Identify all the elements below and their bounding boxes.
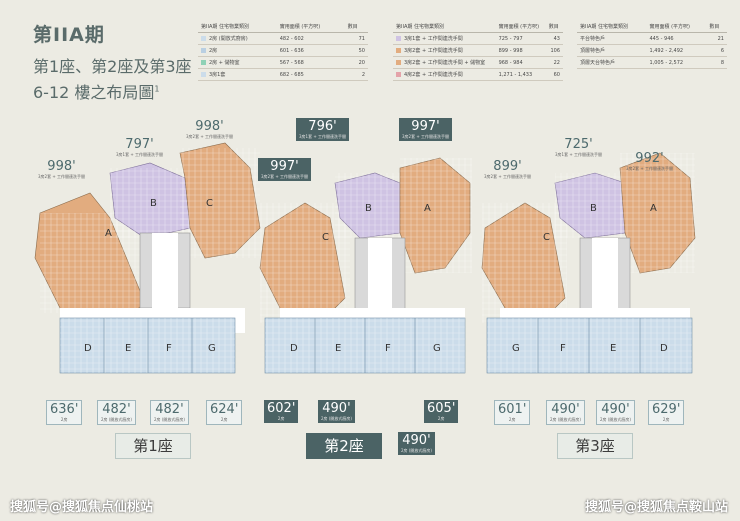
unit-label: 725'3房1套 + 工作間連洗手間 bbox=[555, 137, 602, 158]
legend-table-1: 第IIA期 住宅物業類別 實用面積 (平方呎) 數目 2房 (開放式廚房)482… bbox=[198, 21, 368, 81]
unit-label: 490'2房 (開放式廚房) bbox=[398, 432, 435, 455]
unit-letter: G bbox=[512, 343, 520, 354]
unit-letter: F bbox=[166, 343, 172, 354]
unit-letter: A bbox=[650, 203, 657, 214]
color-swatch bbox=[201, 60, 206, 65]
unit-letter: C bbox=[206, 198, 213, 209]
unit-letter: E bbox=[610, 343, 616, 354]
unit-label: 601'2房 bbox=[494, 400, 531, 425]
unit-label: 624'2房 bbox=[206, 400, 243, 425]
unit-letter: F bbox=[560, 343, 566, 354]
unit-letter: A bbox=[105, 228, 112, 239]
title-block: 第IIA期 第1座、第2座及第3座 6-12 樓之布局圖1 bbox=[33, 20, 192, 103]
unit-label: 899'3房2套 + 工作間連洗手間 bbox=[484, 159, 531, 180]
unit-letter: D bbox=[660, 343, 668, 354]
color-swatch bbox=[201, 48, 206, 53]
unit-label: 636'2房 bbox=[46, 400, 83, 425]
legend-header-count: 數目 bbox=[344, 21, 368, 33]
unit-label: 605'2房 bbox=[424, 400, 459, 423]
unit-letter: E bbox=[125, 343, 131, 354]
unit-label: 482'2房 (開放式廚房) bbox=[150, 400, 189, 425]
legend-header-count: 數目 bbox=[706, 21, 727, 33]
tower-3-name: 第3座 bbox=[557, 433, 633, 459]
unit-label: 629'2房 bbox=[648, 400, 685, 425]
legend-header-type: 第IIA期 住宅物業類別 bbox=[577, 21, 647, 33]
legend-header-count: 數目 bbox=[545, 21, 563, 33]
tower-1-plan: A B C D E F G bbox=[34, 142, 261, 374]
unit-label: 602'2房 bbox=[264, 400, 299, 423]
unit-letter: D bbox=[290, 343, 298, 354]
legend-header-area: 實用面積 (平方呎) bbox=[646, 21, 707, 33]
color-swatch bbox=[396, 48, 401, 53]
legend-header-type: 第IIA期 住宅物業類別 bbox=[198, 21, 277, 33]
color-swatch bbox=[396, 60, 401, 65]
unit-letter: A bbox=[424, 203, 431, 214]
watermark-left: 搜狐号@搜狐焦点仙桃站 bbox=[10, 500, 154, 515]
legend-table-2: 第IIA期 住宅物業類別 實用面積 (平方呎) 數目 3房1套 + 工作間連洗手… bbox=[393, 21, 563, 81]
unit-label: 482'2房 (開放式廚房) bbox=[97, 400, 136, 425]
color-swatch bbox=[396, 36, 401, 41]
towers-subtitle: 第1座、第2座及第3座 bbox=[33, 57, 192, 76]
legend-header-type: 第IIA期 住宅物業類別 bbox=[393, 21, 496, 33]
floor-plans-svg: A B C D E F G C B A D bbox=[34, 142, 696, 374]
unit-label: 490'2房 (開放式廚房) bbox=[546, 400, 585, 425]
unit-label: 998'3房2套 + 工作間連洗手間 bbox=[38, 159, 85, 180]
unit-letter: G bbox=[433, 343, 441, 354]
tower-1-name: 第1座 bbox=[115, 433, 191, 459]
unit-letter: B bbox=[150, 198, 157, 209]
unit-label: 997'3房2套 + 工作間連洗手間 bbox=[258, 158, 311, 181]
unit-letter: B bbox=[365, 203, 372, 214]
phase-title: 第IIA期 bbox=[33, 24, 105, 46]
legend-header-area: 實用面積 (平方呎) bbox=[276, 21, 345, 33]
unit-letter: B bbox=[590, 203, 597, 214]
unit-label: 997'3房2套 + 工作間連洗手間 bbox=[399, 118, 452, 141]
color-swatch bbox=[201, 72, 206, 77]
unit-letter: E bbox=[335, 343, 341, 354]
color-swatch bbox=[396, 72, 401, 77]
unit-label: 490'2房 (開放式廚房) bbox=[596, 400, 635, 425]
unit-letter: C bbox=[322, 232, 329, 243]
unit-label: 998'3房2套 + 工作間連洗手間 bbox=[186, 119, 233, 140]
watermark-right: 搜狐号@搜狐焦点鞍山站 bbox=[584, 500, 728, 515]
unit-letter: F bbox=[385, 343, 391, 354]
unit-label: 992'3房2套 + 工作間連洗手間 bbox=[626, 151, 673, 172]
unit-label: 797'3房1套 + 工作間連洗手間 bbox=[116, 137, 163, 158]
unit-letter: C bbox=[543, 232, 550, 243]
tower-2-plan: C B A D E F G bbox=[259, 157, 472, 374]
tower-2-name: 第2座 bbox=[306, 433, 382, 459]
unit-letter: D bbox=[84, 343, 92, 354]
legend-header-area: 實用面積 (平方呎) bbox=[495, 21, 546, 33]
unit-label: 796'3房1套 + 工作間連洗手間 bbox=[296, 118, 349, 141]
tower-3-plan: C B A G F E D bbox=[481, 152, 696, 374]
floors-subtitle: 6-12 樓之布局圖1 bbox=[33, 83, 160, 102]
unit-label: 490'2房 (開放式廚房) bbox=[318, 400, 355, 423]
color-swatch bbox=[201, 36, 206, 41]
unit-letter: G bbox=[208, 343, 216, 354]
